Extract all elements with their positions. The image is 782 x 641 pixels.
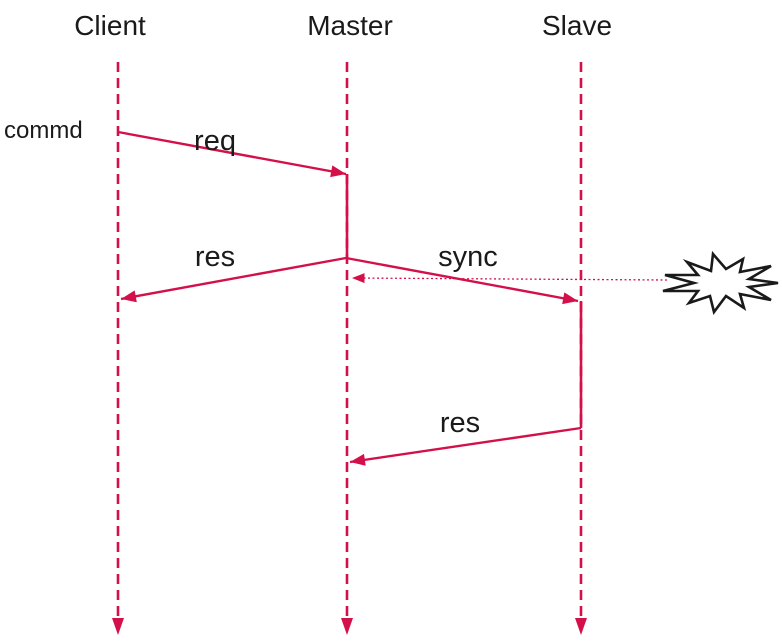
message-label-sync: sync	[438, 241, 498, 273]
message-dotted-return-line	[351, 273, 668, 284]
lifeline-slave-end-arrow-icon	[575, 618, 587, 635]
lifeline-title-master: Master	[307, 10, 393, 41]
lifeline-title-client: Client	[74, 10, 146, 41]
annotation-commd: commd	[4, 117, 83, 144]
message-res-slave-to-master-line	[349, 426, 582, 466]
explosion-burst-icon	[662, 250, 779, 315]
message-req-line	[117, 130, 347, 178]
message-label-res-1: res	[194, 241, 236, 273]
lifeline-title-slave: Slave	[541, 10, 613, 41]
lifeline-master-end-arrow-icon	[341, 618, 353, 635]
message-res-master-to-client-line	[120, 256, 347, 303]
lifeline-client-end-arrow-icon	[112, 618, 124, 635]
message-label-res-2: res	[439, 407, 481, 439]
message-sync-line	[345, 256, 579, 305]
message-label-req: req	[194, 125, 236, 157]
